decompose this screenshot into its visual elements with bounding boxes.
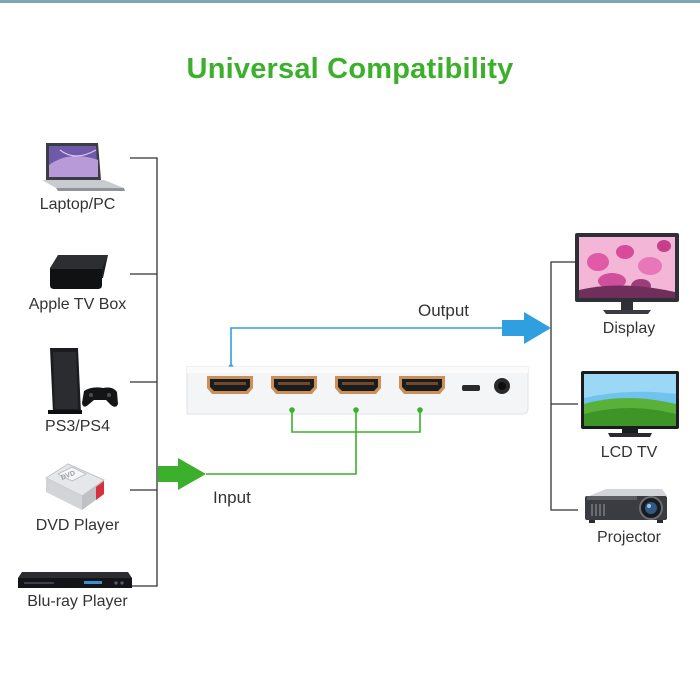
left-bracket (130, 157, 158, 587)
game-console-icon (48, 348, 118, 414)
source-label-dvd: DVD Player (35, 517, 120, 534)
page-title: Universal Compatibility (186, 53, 514, 85)
output-label-projector: Projector (596, 529, 662, 546)
source-label-bluray: Blu-ray Player (27, 593, 128, 610)
output-label: Output (418, 301, 470, 320)
input-port-dot-1 (289, 407, 295, 413)
input-port-dot-2 (353, 407, 359, 413)
projector-icon (585, 489, 667, 523)
source-label-laptop: Laptop/PC (39, 196, 116, 213)
laptop-icon (42, 143, 125, 191)
input-port-dot-3 (417, 407, 423, 413)
output-arrow (502, 312, 551, 344)
input-signal-lines (206, 410, 421, 475)
dvd-player-icon: DVD (44, 463, 105, 510)
right-bracket (550, 261, 578, 511)
hdmi-port-input-1 (271, 376, 317, 394)
lcd-tv-icon (581, 371, 679, 437)
output-label-display: Display (602, 320, 656, 337)
source-label-console: PS3/PS4 (45, 418, 110, 435)
micro-usb-port (462, 385, 480, 391)
source-label-apple-tv: Apple TV Box (28, 296, 127, 313)
hdmi-port-output (207, 376, 253, 394)
bluray-player-icon (18, 572, 132, 588)
monitor-icon (575, 233, 679, 314)
audio-jack (494, 378, 510, 394)
hdmi-port-input-3 (399, 376, 445, 394)
output-signal-line (230, 327, 504, 367)
top-border (0, 0, 700, 3)
output-label-lcd-tv: LCD TV (600, 444, 658, 461)
input-label: Input (213, 488, 251, 507)
apple-tv-box-icon (50, 255, 108, 289)
hdmi-port-input-2 (335, 376, 381, 394)
input-arrow (158, 458, 206, 490)
